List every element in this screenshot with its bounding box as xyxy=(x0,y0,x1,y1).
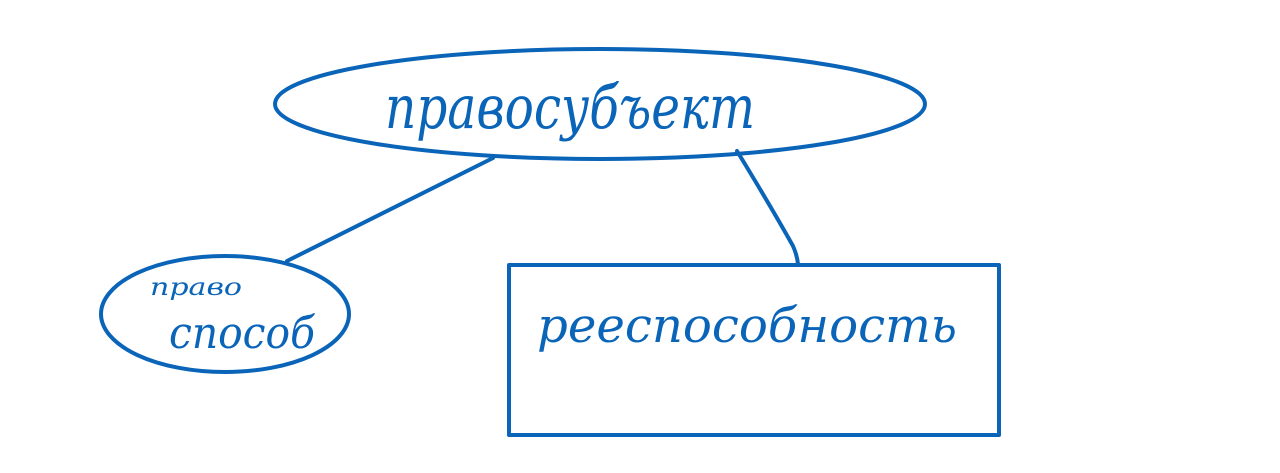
label-main: правосубъект xyxy=(385,73,755,143)
label-right: рееспособность xyxy=(537,298,957,354)
ellipse-main xyxy=(273,47,927,161)
label-left-bottom: способ xyxy=(169,308,315,359)
rect-right xyxy=(507,263,1001,437)
node-right: рееспособность xyxy=(507,263,1001,437)
node-left: право способ xyxy=(99,254,351,374)
connector-left xyxy=(285,156,495,263)
ellipse-left xyxy=(99,254,351,374)
connector-right xyxy=(735,149,800,266)
label-left-top: право xyxy=(150,273,242,301)
node-main: правосубъект xyxy=(273,47,927,161)
